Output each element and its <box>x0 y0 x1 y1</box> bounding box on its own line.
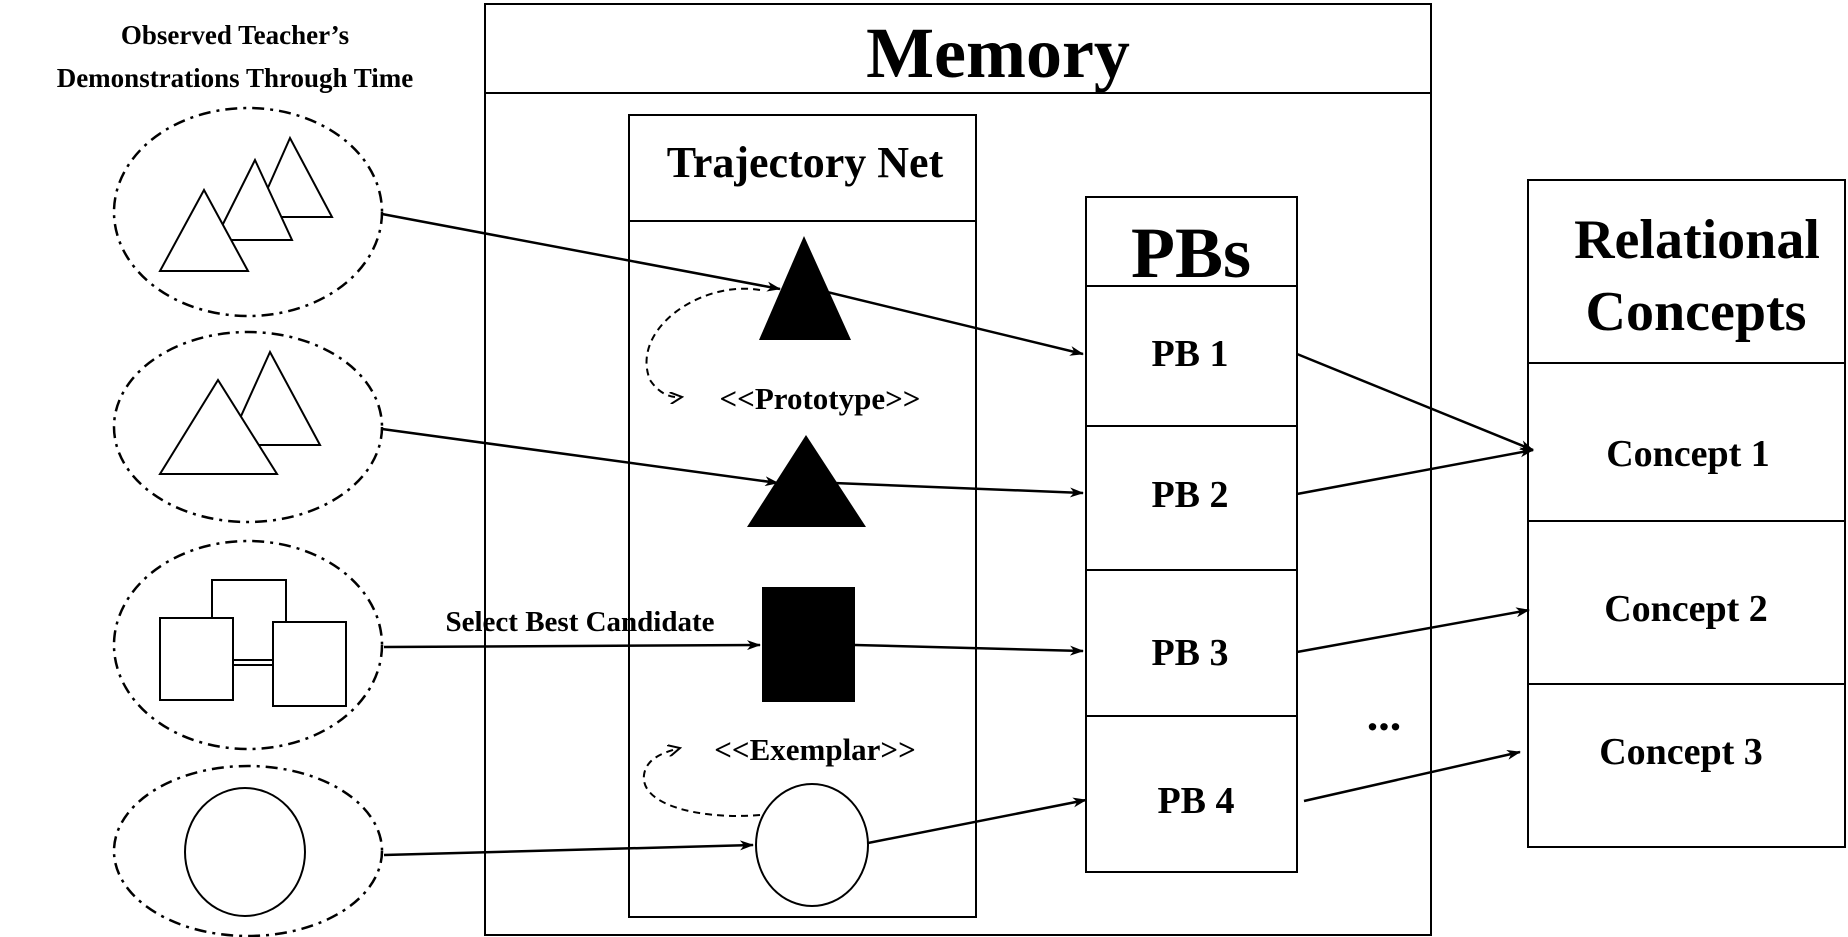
demonstration-ellipse-3 <box>112 539 384 751</box>
triangle-shape <box>158 378 279 475</box>
arrow-demo1-to-prototype <box>381 212 781 292</box>
arrow-pb2-to-concept1 <box>1296 447 1534 496</box>
pbs-box: PBs PB 1 PB 2 PB 3 PB 4 <box>1085 196 1298 873</box>
arrow-square-to-pb3 <box>854 643 1084 656</box>
prototype-label: <<Prototype>> <box>720 381 921 416</box>
prototype-triangle-filled <box>759 236 851 340</box>
relational-concepts-title-line-1: Relational <box>1574 209 1820 271</box>
relational-concepts-title-line-2: Concepts <box>1586 281 1807 343</box>
triangle-shape <box>213 157 294 241</box>
demonstration-group-1 <box>112 106 384 318</box>
arrow-pb1-to-concept1 <box>1296 352 1534 452</box>
pbs-frame <box>1085 196 1298 873</box>
pb-item-1: PB 1 <box>1151 333 1228 375</box>
arrow-demo2-to-triangle <box>381 427 779 487</box>
memory-box: Memory <box>484 3 1432 936</box>
demonstration-group-4 <box>112 764 384 937</box>
demonstration-group-2 <box>112 330 384 524</box>
demonstration-ellipse-4 <box>112 764 384 937</box>
pb-item-4: PB 4 <box>1157 780 1234 822</box>
header-line-1: Observed Teacher’s <box>121 20 349 50</box>
trajectory-net-frame <box>628 114 977 918</box>
pb-item-2: PB 2 <box>1151 474 1228 516</box>
concept-item-1: Concept 1 <box>1606 433 1770 475</box>
memory-frame <box>484 3 1432 936</box>
circle-shape <box>184 787 306 917</box>
relational-concepts-frame <box>1527 179 1846 848</box>
arrow-triangle-to-pb2 <box>833 481 1084 498</box>
triangle-shape <box>253 135 334 218</box>
arrow-prototype-to-pb1 <box>789 281 1084 356</box>
demonstration-ellipse-1 <box>112 106 384 318</box>
filled-triangle <box>747 435 866 527</box>
arrow-pb4-to-concept3 <box>1303 749 1521 803</box>
rectangle-shape <box>272 621 347 707</box>
arrow-demo3-to-square <box>383 640 761 651</box>
memory-title: Memory <box>866 13 1130 93</box>
trajectory-net-title: Trajectory Net <box>667 138 944 187</box>
filled-square <box>762 587 855 702</box>
exemplar-self-loop-arrow <box>642 748 761 817</box>
arrow-demo4-to-exemplar <box>383 840 754 857</box>
arrow-pb3-to-concept2 <box>1296 607 1530 654</box>
concept-item-3: Concept 3 <box>1599 731 1763 773</box>
pbs-ellipsis: ... <box>1367 689 1402 740</box>
header-line-2: Demonstrations Through Time <box>57 63 414 93</box>
trajectory-net-box: Trajectory Net <<Prototype>> <<Exemplar>… <box>628 114 977 918</box>
concept-item-2: Concept 2 <box>1604 588 1768 630</box>
rectangle-shape <box>159 617 234 701</box>
prototype-self-loop-arrow <box>645 287 761 397</box>
exemplar-label: <<Exemplar>> <box>714 732 916 767</box>
select-best-candidate-label: Select Best Candidate <box>445 606 714 638</box>
exemplar-circle <box>755 783 869 907</box>
demonstration-group-3 <box>112 539 384 751</box>
pb-item-3: PB 3 <box>1151 632 1228 674</box>
arrows <box>381 212 1534 857</box>
demonstration-ellipse-2 <box>112 330 384 524</box>
pbs-title: PBs <box>1131 213 1251 293</box>
relational-concepts-box: Relational Concepts Concept 1 Concept 2 … <box>1527 179 1846 848</box>
triangle-shape <box>158 187 250 272</box>
triangle-shape <box>226 349 322 446</box>
arrow-exemplar-to-pb4 <box>867 797 1087 845</box>
